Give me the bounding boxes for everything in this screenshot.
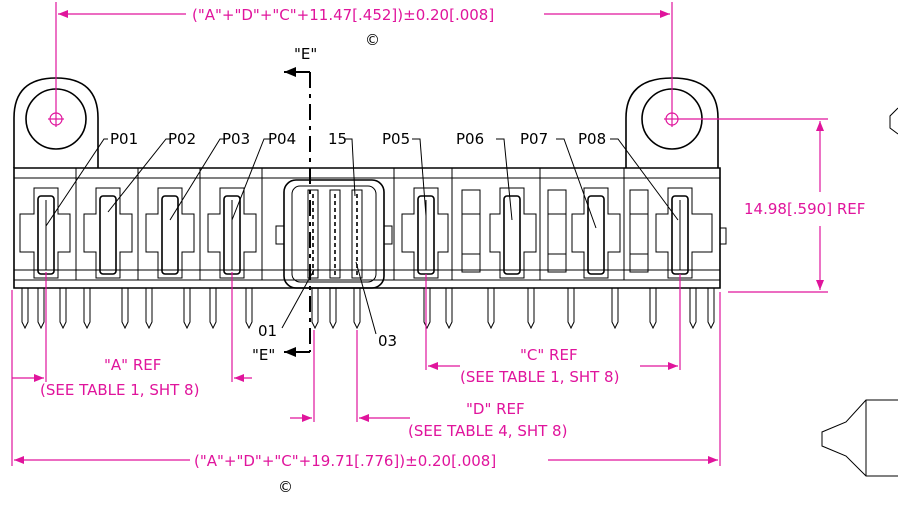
power-contact-p07 (571, 187, 621, 279)
dim-height-ref (680, 118, 828, 293)
dim-d-ref (290, 330, 410, 422)
critical-symbol-bottom: © (278, 478, 293, 496)
dim-bottom-overall-text: ("A"+"D"+"C"+19.71[.776])±0.20[.008] (194, 452, 496, 470)
dim-d-ref-table: (SEE TABLE 4, SHT 8) (408, 422, 567, 440)
dim-c-ref-label: "C" REF (520, 346, 578, 364)
section-label-bottom: "E" (252, 346, 275, 364)
label-p06: P06 (456, 130, 484, 148)
dim-c-ref (425, 274, 681, 370)
partial-side-view (821, 107, 898, 477)
section-line-e (284, 67, 311, 357)
mount-hole-left (48, 111, 64, 127)
dim-top-overall (55, 2, 673, 111)
dim-a-ref (12, 272, 252, 382)
label-p07: P07 (520, 130, 548, 148)
dim-bottom-overall (11, 290, 721, 466)
label-p05: P05 (382, 130, 410, 148)
pin-tails (21, 288, 715, 330)
power-contact-p03 (145, 187, 195, 279)
critical-symbol-top: © (365, 31, 380, 49)
power-contact-p02 (83, 187, 133, 279)
label-p01: P01 (110, 130, 138, 148)
mount-hole-right (664, 111, 680, 127)
bay-separators (75, 168, 625, 280)
power-contact-p04 (207, 187, 257, 279)
label-p04: P04 (268, 130, 296, 148)
dim-d-ref-label: "D" REF (466, 400, 525, 418)
dim-c-ref-table: (SEE TABLE 1, SHT 8) (460, 368, 619, 386)
section-label-top: "E" (294, 45, 317, 63)
power-contact-p06 (489, 187, 537, 279)
label-pin01: 01 (258, 322, 277, 340)
label-pin15: 15 (328, 130, 347, 148)
signal-module (275, 179, 393, 289)
dim-top-overall-text: ("A"+"D"+"C"+11.47[.452])±0.20[.008] (192, 6, 494, 24)
label-p08: P08 (578, 130, 606, 148)
dim-a-ref-label: "A" REF (104, 356, 161, 374)
dim-height-ref-text: 14.98[.590] REF (744, 200, 865, 218)
dim-a-ref-table: (SEE TABLE 1, SHT 8) (40, 381, 199, 399)
contact-leaders (45, 138, 679, 335)
label-p02: P02 (168, 130, 196, 148)
label-pin03: 03 (378, 332, 397, 350)
label-p03: P03 (222, 130, 250, 148)
connector-body (13, 77, 727, 330)
